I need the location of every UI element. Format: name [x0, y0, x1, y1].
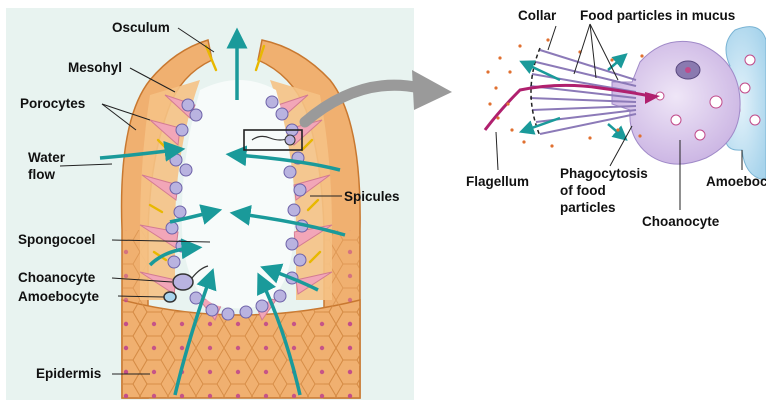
collar-water-arrows — [518, 53, 628, 141]
label-water-flow-line1: Water — [28, 150, 66, 165]
label-mesohyl: Mesohyl — [68, 60, 123, 75]
label-amoebocyte-left: Amoebocyte — [18, 289, 100, 304]
label-food-particles: Food particles in mucus — [580, 8, 736, 23]
label-porocytes: Porocytes — [20, 96, 86, 111]
label-phagocytosis-line3: particles — [560, 200, 616, 215]
label-water-flow-line2: flow — [28, 167, 55, 182]
label-flagellum: Flagellum — [466, 174, 530, 189]
choanocyte-cell — [611, 40, 741, 165]
food-particles — [486, 38, 644, 148]
collar-microvilli — [529, 49, 637, 135]
highlighted-choanocyte-left — [163, 265, 209, 303]
label-collar: Collar — [518, 8, 557, 23]
label-osculum: Osculum — [112, 20, 170, 35]
label-phagocytosis-line1: Phagocytosis — [560, 166, 648, 181]
label-phagocytosis-line2: of food — [560, 183, 606, 198]
flagellum — [483, 83, 651, 131]
zoom-arrow — [299, 70, 452, 128]
label-choanocyte-left: Choanocyte — [18, 270, 96, 285]
leader-lines — [59, 23, 743, 375]
water-flow-arrows — [99, 27, 346, 396]
label-choanocyte-right: Choanocyte — [642, 214, 720, 229]
label-spicules: Spicules — [344, 189, 400, 204]
label-spongocoel: Spongocoel — [18, 232, 96, 247]
collar-outline — [530, 47, 541, 137]
zoom-box — [243, 129, 303, 151]
label-epidermis: Epidermis — [36, 366, 102, 381]
label-amoebocyte-right: Amoeboc — [706, 174, 766, 189]
